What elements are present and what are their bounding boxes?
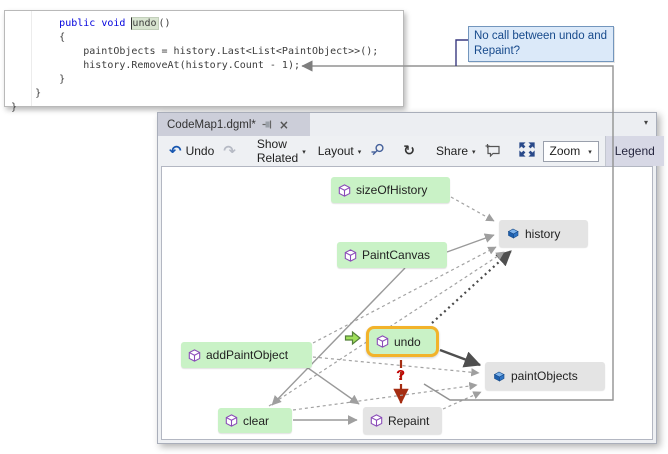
legend-button[interactable]: Legend	[604, 136, 664, 166]
node-label: history	[525, 226, 561, 241]
node-undo[interactable]: undo	[366, 326, 439, 357]
node-label: addPaintObject	[206, 348, 289, 362]
node-PaintCanvas[interactable]: PaintCanvas	[337, 242, 447, 268]
node-clear[interactable]: clear	[218, 408, 292, 433]
method-cube-icon	[370, 414, 383, 427]
method-cube-icon	[188, 348, 201, 362]
undo-button[interactable]: ↶ Undo	[169, 141, 215, 160]
node-label: PaintCanvas	[362, 248, 431, 262]
callout-bracket	[455, 39, 468, 66]
window-menu-icon[interactable]: ▾	[643, 118, 648, 127]
layout-dropdown[interactable]: Layout ▾	[317, 144, 362, 158]
node-paintObjects[interactable]: paintObjects	[485, 362, 605, 390]
chevron-down-icon: ▾	[588, 147, 592, 156]
code-map-window: CodeMap1.dgml* × ▾ ↶ Undo ↷ Show Related…	[157, 112, 664, 444]
fit-to-screen-icon[interactable]	[518, 142, 535, 160]
method-cube-icon	[344, 248, 357, 262]
edge-sizeOfHistory-to-history[interactable]	[450, 196, 495, 222]
field-box-icon	[507, 228, 519, 239]
edge-addPaintObject-to-Repaint[interactable]	[307, 367, 360, 405]
node-label: clear	[243, 413, 270, 428]
show-related-dropdown[interactable]: Show Related ▾	[256, 137, 306, 165]
chevron-down-icon: ▾	[472, 147, 476, 156]
code-lines: public void undo() { paintObjects = hist…	[11, 17, 379, 113]
redo-icon[interactable]: ↷	[223, 141, 236, 160]
node-addPaintObject[interactable]: addPaintObject	[181, 342, 312, 368]
node-Repaint[interactable]: Repaint	[363, 407, 442, 434]
editor-gutter-line	[31, 11, 32, 106]
node-label: undo	[394, 334, 421, 349]
chevron-down-icon: ▾	[302, 147, 306, 156]
method-cube-icon	[338, 183, 351, 197]
chevron-down-icon: ▾	[357, 147, 362, 156]
graph-edges	[268, 196, 512, 425]
field-box-icon	[493, 371, 505, 382]
find-node-icon[interactable]	[370, 143, 385, 160]
tab-title: CodeMap1.dgml*	[167, 118, 256, 131]
new-comment-icon[interactable]	[485, 143, 501, 160]
node-label: sizeOfHistory	[356, 183, 428, 197]
zoom-dropdown[interactable]: Zoom ▾	[542, 140, 599, 162]
undo-icon: ↶	[169, 141, 182, 160]
missing-call-question-mark[interactable]: ?	[396, 367, 406, 384]
annotation-callout: No call between undo and Repaint?	[468, 26, 614, 62]
share-dropdown[interactable]: Share ▾	[436, 144, 476, 158]
method-cube-icon	[376, 335, 389, 348]
edge-Repaint-to-paintObjects[interactable]	[442, 391, 482, 410]
pin-icon[interactable]	[262, 119, 273, 130]
navigation-pointer-icon	[344, 330, 362, 351]
edge-PaintCanvas-to-history[interactable]	[446, 233, 495, 253]
edge-undo-to-paintObjects[interactable]	[439, 348, 482, 368]
close-icon[interactable]: ×	[278, 117, 289, 132]
node-label: paintObjects	[511, 369, 578, 383]
tab-strip: CodeMap1.dgml* × ▾	[158, 113, 656, 136]
method-cube-icon	[225, 414, 238, 427]
codemap-toolbar: ↶ Undo ↷ Show Related ▾ Layout ▾ ↻ Share…	[158, 136, 664, 166]
tab-codemap[interactable]: CodeMap1.dgml* ×	[158, 113, 310, 136]
code-editor-snippet: public void undo() { paintObjects = hist…	[4, 10, 404, 113]
node-history[interactable]: history	[499, 220, 588, 247]
node-sizeOfHistory[interactable]: sizeOfHistory	[331, 177, 450, 203]
refresh-icon[interactable]: ↻	[403, 143, 415, 159]
node-label: Repaint	[388, 413, 430, 428]
